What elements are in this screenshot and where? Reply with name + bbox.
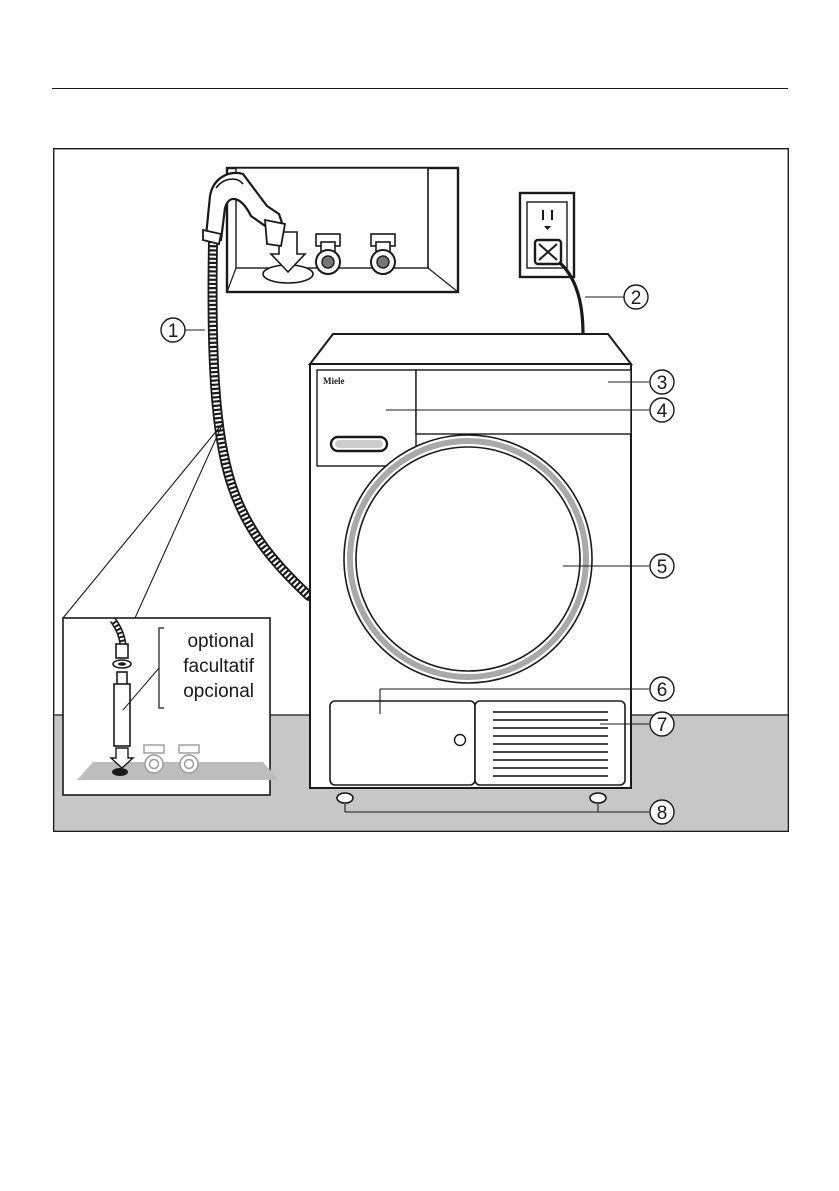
callout-8: 8 [650, 800, 674, 824]
callout-1: 1 [161, 318, 185, 342]
foot-left [337, 793, 353, 803]
installation-diagram: Miele optional facultatif opcional [53, 148, 789, 832]
svg-text:2: 2 [631, 288, 642, 309]
svg-text:8: 8 [657, 803, 668, 824]
condenser-flap [330, 701, 475, 785]
svg-text:5: 5 [657, 557, 668, 578]
svg-text:1: 1 [168, 321, 179, 342]
callout-7: 7 [650, 712, 674, 736]
power-outlet [520, 193, 574, 277]
inset-label-facultatif: facultatif [183, 656, 254, 677]
svg-text:3: 3 [657, 373, 668, 394]
header-rule [52, 88, 788, 89]
callout-3: 3 [650, 370, 674, 394]
inset-label-optional: optional [187, 631, 254, 652]
water-tap-left [316, 234, 340, 274]
callout-6: 6 [650, 677, 674, 701]
callout-4: 4 [650, 398, 674, 422]
callout-5: 5 [650, 554, 674, 578]
inset-detail: optional facultatif opcional [63, 618, 279, 795]
air-intake-grille [493, 708, 608, 778]
svg-text:7: 7 [657, 715, 668, 736]
svg-text:6: 6 [657, 680, 668, 701]
foot-right [590, 793, 606, 803]
wall-box [227, 168, 458, 292]
callout-2: 2 [624, 285, 648, 309]
dryer: Miele [310, 334, 631, 803]
brand-logo: Miele [323, 376, 345, 386]
svg-text:4: 4 [657, 401, 668, 422]
water-tap-right [371, 234, 395, 274]
inset-label-opcional: opcional [183, 681, 254, 702]
